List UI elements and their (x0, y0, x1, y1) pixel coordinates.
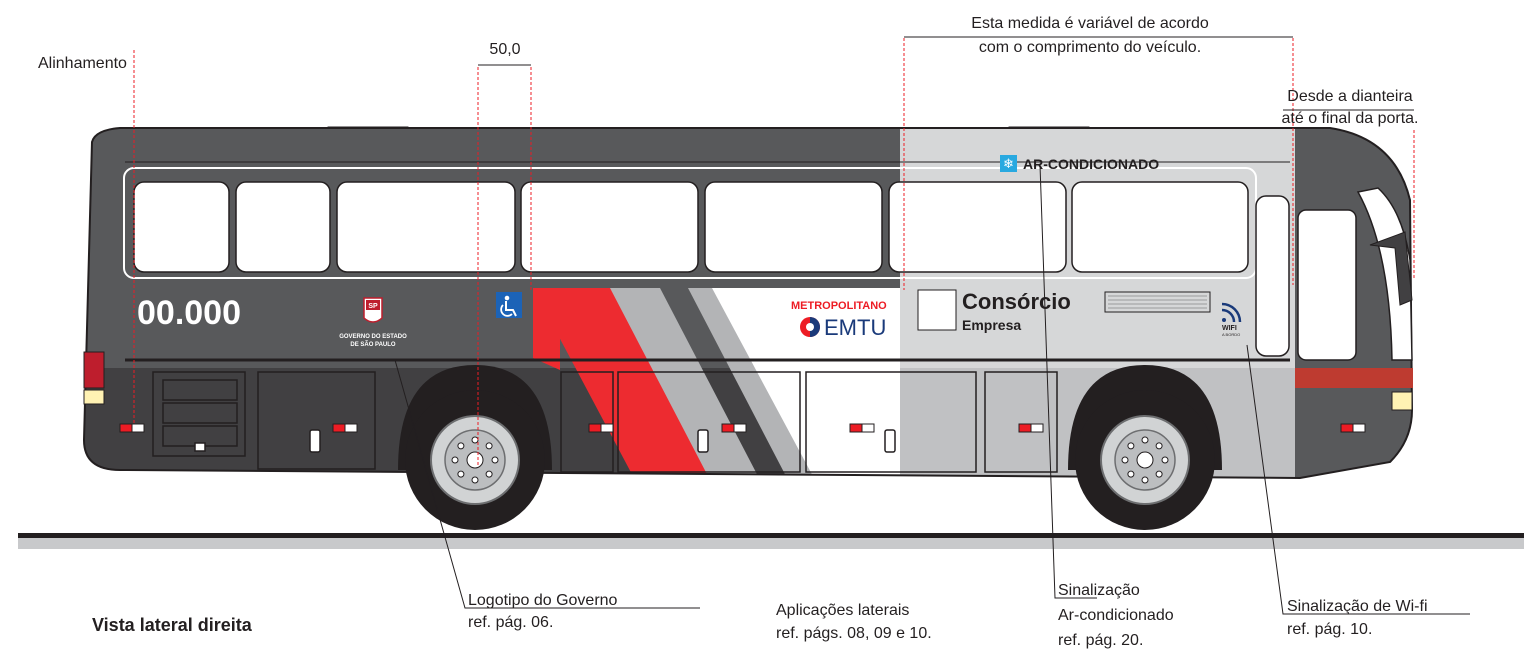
window-7 (1071, 181, 1249, 273)
headlight (1391, 391, 1413, 411)
snowflake-icon (1000, 155, 1017, 172)
ac-sign-ref: ref. pág. 20. (1058, 632, 1143, 649)
emtu-logo: METROPOLITANO EMTU (791, 300, 887, 340)
leader-lines (394, 164, 1470, 615)
lug-nut (1161, 456, 1169, 464)
lug-nut (457, 470, 465, 478)
variable-measure-line-2: com o comprimento do veículo. (979, 39, 1201, 56)
lug-nut (1127, 470, 1135, 478)
window-3 (336, 181, 516, 273)
lug-nut (1141, 476, 1149, 484)
windows (133, 181, 1357, 361)
window-4 (520, 181, 699, 273)
windshield (1356, 187, 1413, 361)
front-side-window (1297, 209, 1357, 361)
ground-shadow (18, 538, 1524, 549)
wifi-sign-ref: ref. pág. 10. (1287, 621, 1372, 638)
wifi-icon: WIFI A BORDO (1221, 302, 1242, 337)
side-apps-ref: ref. págs. 08, 09 e 10. (776, 625, 932, 642)
rear-wheel (405, 390, 545, 530)
sp-seal-text: SP (368, 303, 378, 310)
bus-body (84, 128, 1412, 478)
consortium-branding: Consórcio Empresa (917, 289, 1211, 333)
consorcio-label: Consórcio (962, 289, 1071, 314)
window-6 (888, 181, 1067, 273)
wifi-sub: A BORDO (1222, 332, 1240, 337)
measure-label: 50,0 (489, 41, 520, 58)
front-light-band (1295, 368, 1413, 388)
gov-line-2: DE SÃO PAULO (350, 341, 396, 348)
lug-nut (1141, 436, 1149, 444)
side-marker-lights (119, 423, 1366, 433)
front-measure-line-1: Desde a dianteira (1287, 88, 1413, 105)
gov-logo-ref: ref. pág. 06. (468, 614, 553, 631)
ac-signage: ❄ AR-CONDICIONADO (1000, 155, 1159, 172)
variable-measure-line-1: Esta medida é variável de acordo (971, 15, 1209, 32)
alinhamento-label: Alinhamento (38, 55, 127, 72)
vent-grille (1104, 291, 1211, 313)
dimension-ticks (478, 36, 1414, 111)
front-wheel (1075, 390, 1215, 530)
lug-nut (471, 476, 479, 484)
red-stripe-1 (533, 288, 720, 478)
lug-nut (1155, 442, 1163, 450)
door-window (1255, 195, 1290, 357)
ac-sign-annotation-1: Sinalização (1058, 582, 1140, 599)
lug-nut (485, 470, 493, 478)
side-apps-annotation: Aplicações laterais (776, 602, 909, 619)
wheelchair-icon (496, 292, 522, 318)
fleet-number: 00.000 (137, 294, 241, 332)
bus-outline (82, 127, 1414, 480)
rear-lights (83, 351, 105, 405)
wifi-label: WIFI (1222, 325, 1237, 332)
lug-nut (471, 436, 479, 444)
ac-sign-annotation-2: Ar-condicionado (1058, 607, 1174, 624)
luggage-doors (152, 371, 1058, 473)
lug-nut (1155, 470, 1163, 478)
window-2 (235, 181, 331, 273)
view-title: Vista lateral direita (92, 615, 253, 635)
side-mirror (1369, 231, 1413, 306)
lug-nut (457, 442, 465, 450)
wifi-sign-annotation: Sinalização de Wi-fi (1287, 598, 1428, 615)
metropolitano-label: METROPOLITANO (791, 300, 887, 312)
lug-nut (491, 456, 499, 464)
lug-nuts (451, 436, 1169, 484)
lug-nut (485, 442, 493, 450)
government-logo: SP GOVERNO DO ESTADO DE SÃO PAULO (339, 297, 407, 348)
gov-line-1: GOVERNO DO ESTADO (339, 334, 407, 340)
window-5 (704, 181, 883, 273)
door-handles (194, 429, 896, 453)
ground-line (18, 533, 1524, 538)
lug-nut (1121, 456, 1129, 464)
ac-label: AR-CONDICIONADO (1023, 156, 1159, 172)
empresa-label: Empresa (962, 317, 1021, 333)
emtu-label: EMTU (824, 315, 886, 340)
lug-nut (451, 456, 459, 464)
front-measure-line-2: até o final da porta. (1282, 110, 1419, 127)
window-1 (133, 181, 230, 273)
dimension-lines (133, 38, 1415, 465)
lug-nut (1127, 442, 1135, 450)
gov-logo-annotation: Logotipo do Governo (468, 592, 618, 609)
svg-text:❄: ❄ (1003, 156, 1014, 171)
company-logo-placeholder (917, 289, 957, 331)
